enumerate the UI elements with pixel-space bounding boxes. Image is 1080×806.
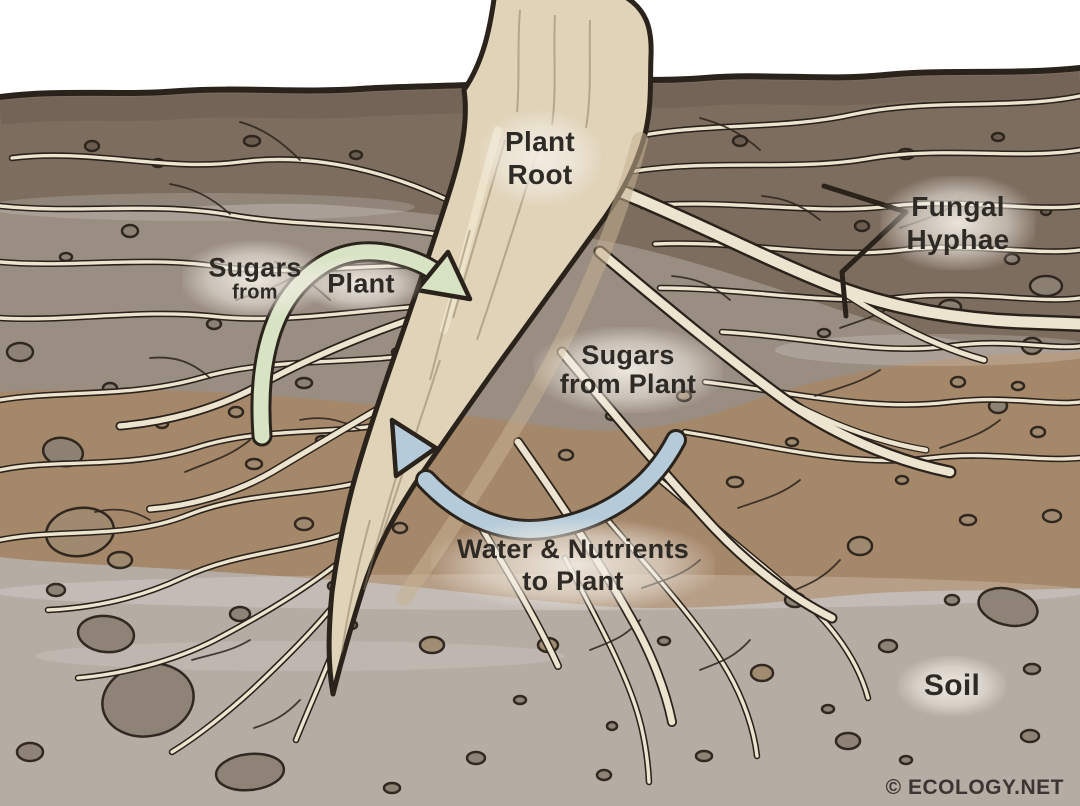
sugars-arrowhead bbox=[414, 249, 473, 302]
soil-layer-bottom bbox=[0, 557, 1080, 806]
plant-root-line1: Plant bbox=[505, 126, 575, 157]
soil-word: Soil bbox=[923, 669, 981, 702]
label-water-nutrients: Water & Nutrients to Plant bbox=[430, 519, 716, 611]
label-sugars-from-left: Sugars from bbox=[182, 240, 329, 318]
credit-text: © ECOLOGY.NET bbox=[885, 776, 1064, 799]
fungal-hyphae-line1: Fungal bbox=[911, 191, 1005, 222]
label-plant-word: Plant bbox=[301, 256, 421, 312]
sugars-word: Sugars bbox=[208, 252, 302, 283]
plant-word: Plant bbox=[327, 268, 395, 299]
rocks bbox=[5, 131, 1064, 795]
water-line1: Water & Nutrients bbox=[456, 534, 690, 564]
label-soil: Soil bbox=[897, 656, 1007, 716]
sugars-right-line1: Sugars bbox=[581, 340, 675, 370]
from-word: from bbox=[232, 281, 278, 304]
water-arrow bbox=[389, 417, 676, 530]
label-fungal-hyphae: Fungal Hyphae bbox=[880, 176, 1036, 270]
label-sugars-from-plant: Sugars from Plant bbox=[533, 327, 722, 413]
fungal-hyphae-pointer bbox=[821, 183, 909, 319]
water-arrowhead bbox=[389, 417, 439, 479]
sugars-arrow bbox=[261, 249, 473, 436]
sugars-right-line2: from Plant bbox=[559, 369, 697, 399]
label-plant-root: Plant Root bbox=[479, 111, 601, 205]
water-line2: to Plant bbox=[522, 566, 624, 596]
fungal-hyphae-line2: Hyphae bbox=[906, 224, 1010, 255]
plant-root-line2: Root bbox=[507, 159, 573, 190]
